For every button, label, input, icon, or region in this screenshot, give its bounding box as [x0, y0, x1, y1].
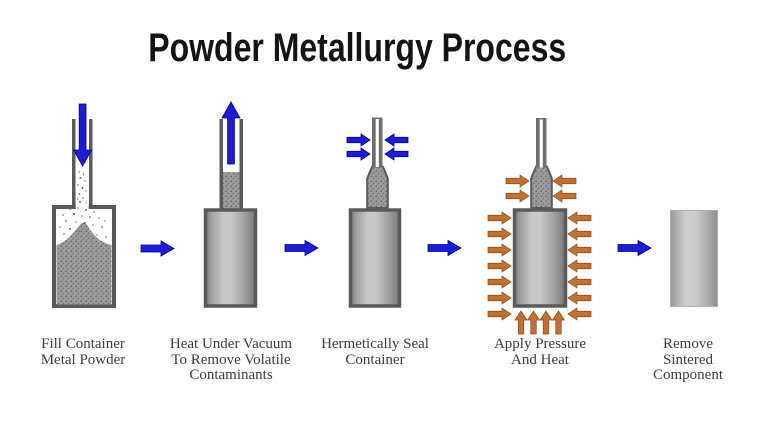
powder-funnel: [366, 165, 389, 209]
fill-arrow-icon: [73, 103, 93, 167]
stage-label-seal-container: Hermetically Seal Container: [321, 336, 429, 368]
stage-seal-container: [346, 117, 409, 308]
stage-heat-vacuum: [203, 101, 258, 308]
seal-arrow-icon: [384, 133, 409, 147]
vacuum-arrow-icon: [221, 101, 241, 165]
stage-sintered-component: [670, 210, 718, 307]
pressure-arrow-icon: [567, 275, 592, 289]
seal-arrow-icon: [384, 147, 409, 161]
stage-label-pressure-heat: Apply Pressure And Heat: [493, 336, 587, 368]
stage-label-remove-sintered: Remove Sintered Component: [653, 336, 723, 383]
falling-powder-particles: [59, 171, 107, 238]
sealed-tube-slit: [375, 119, 379, 167]
container-body: [348, 208, 402, 308]
powder-funnel: [530, 165, 553, 209]
metal-powder-mound: [56, 222, 112, 305]
pressure-arrow-icon: [567, 307, 592, 321]
heat-arrow-icon: [527, 310, 540, 335]
pressure-arrow-icon: [487, 275, 512, 289]
stage-pressure-heat: [487, 118, 592, 335]
sintered-component: [670, 210, 718, 307]
stage-label-heat-vacuum: Heat Under Vacuum To Remove Volatile Con…: [169, 336, 293, 383]
flow-arrow-icon: [284, 240, 319, 256]
pressure-arrow-icon: [567, 243, 592, 257]
pressure-arrow-icon: [567, 291, 592, 305]
container-neck: [219, 119, 243, 210]
flow-arrow-icon: [427, 240, 462, 256]
heat-arrow-icon: [514, 310, 528, 335]
pressure-arrow-icon: [567, 211, 592, 225]
container-neck: [72, 119, 93, 207]
stage-label-fill-container: Fill Container Metal Powder: [40, 336, 126, 368]
pressure-arrow-icon: [567, 227, 592, 241]
stage-fill-container: [52, 103, 116, 308]
page-title: Powder Metallurgy Process: [0, 27, 768, 69]
powder-in-neck: [223, 172, 240, 210]
pressure-arrow-icon: [505, 174, 530, 188]
pressure-arrow-icon: [487, 211, 512, 225]
flow-arrow-icon: [617, 240, 652, 256]
pressure-arrow-icon: [567, 259, 592, 273]
seal-arrow-icon: [346, 147, 371, 161]
heat-arrows: [514, 310, 565, 335]
heat-arrow-icon: [552, 310, 565, 335]
page-title-text: Powder Metallurgy Process: [148, 26, 566, 70]
pressure-arrow-icon: [487, 259, 512, 273]
pressure-arrow-icon: [487, 291, 512, 305]
pressure-arrow-icon: [552, 189, 577, 203]
pressure-arrow-icon: [552, 174, 577, 188]
pressure-arrow-icon: [487, 307, 512, 321]
flow-arrow-icon: [140, 240, 175, 257]
sealed-tube-slit: [539, 119, 543, 168]
neck-opening: [75, 202, 89, 210]
heat-arrow-icon: [539, 310, 553, 335]
pressure-arrow-icon: [487, 227, 512, 241]
pressure-arrow-icon: [487, 243, 512, 257]
pressure-arrow-icon: [505, 189, 530, 203]
container-body: [203, 208, 258, 308]
seal-arrow-icon: [346, 133, 371, 147]
container-body: [512, 208, 568, 308]
